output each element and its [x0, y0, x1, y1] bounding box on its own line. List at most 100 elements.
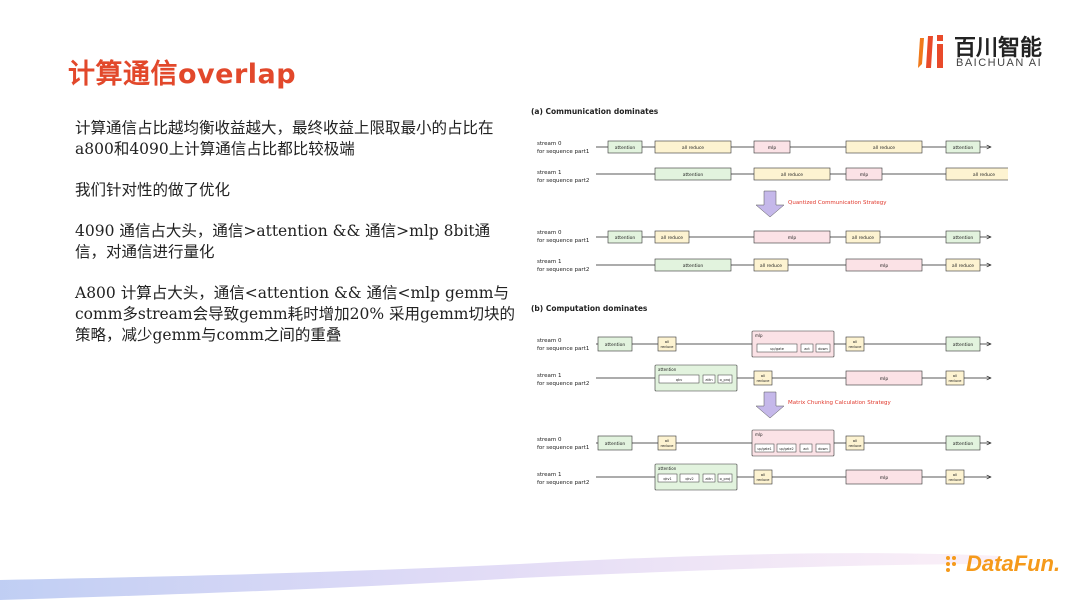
svg-text:reduce: reduce [660, 443, 674, 448]
b2-stream0: stream 0 [537, 437, 562, 443]
baichuan-logo-mark [918, 35, 943, 68]
b2-r2-mlp [845, 469, 923, 485]
svg-text:attention: attention [615, 235, 636, 241]
paragraph-1: 计算通信占比越均衡收益越大，最终收益上限取最小的占比在a800和4090上计算通… [75, 119, 494, 158]
svg-text:all reduce: all reduce [852, 235, 874, 241]
a1-stream0: stream 0 [537, 141, 562, 147]
strategy-a-label: Quantized Communication Strategy [788, 200, 887, 206]
svg-text:mlp: mlp [880, 376, 889, 382]
svg-text:down: down [818, 347, 828, 351]
svg-text:qkv2: qkv2 [685, 477, 693, 481]
a1-r1-attention-2 [945, 140, 981, 154]
svg-text:attention: attention [953, 235, 974, 241]
svg-text:all reduce: all reduce [781, 172, 803, 178]
svg-text:all: all [665, 339, 669, 344]
svg-text:mlp: mlp [788, 235, 797, 241]
footer-wave [0, 553, 1000, 600]
a2-stream0-sub: for sequence part1 [537, 238, 589, 244]
b1-stream0: stream 0 [537, 338, 562, 344]
svg-text:act: act [803, 447, 809, 451]
a2-r2-mlp [845, 258, 923, 272]
b1-stream1-sub: for sequence part2 [537, 381, 589, 387]
a2-r1-attention [607, 230, 643, 244]
svg-text:down: down [818, 447, 828, 451]
svg-text:act: act [804, 347, 810, 351]
a2-r1-allreduce [654, 230, 690, 244]
b1-stream0-sub: for sequence part1 [537, 346, 589, 352]
b1-r2-mlp [845, 370, 923, 386]
svg-text:attention: attention [953, 441, 974, 447]
svg-text:qkv1: qkv1 [663, 477, 671, 481]
svg-text:attention: attention [953, 342, 974, 348]
svg-text:mlp: mlp [860, 172, 869, 178]
b2-r1-allreduce-2 [845, 435, 865, 451]
svg-text:attn: attn [705, 477, 712, 481]
datafun-logo: DataFun. [944, 551, 1060, 581]
a1-r2-allreduce [753, 167, 831, 181]
b1-r1-attention-2 [945, 336, 981, 352]
logo-en-text: BAICHUAN AI [956, 57, 1043, 69]
baichuan-logo: 百川智能 BAICHUAN AI [918, 30, 1048, 70]
svg-text:mlp: mlp [768, 145, 777, 151]
svg-text:attention: attention [658, 367, 677, 372]
svg-text:all reduce: all reduce [661, 235, 683, 241]
svg-text:all reduce: all reduce [682, 145, 704, 151]
overlap-diagram: (a) Communication dominates stream 0 for… [531, 107, 1008, 491]
a2-r2-allreduce-2 [945, 258, 981, 272]
a1-stream1: stream 1 [537, 170, 562, 176]
b2-r1-attention [597, 435, 633, 451]
a2-stream0: stream 0 [537, 230, 562, 236]
section-b-label: (b) Computation dominates [531, 304, 648, 313]
svg-text:attention: attention [605, 342, 626, 348]
svg-text:all: all [665, 438, 669, 443]
a2-r1-mlp [753, 230, 831, 244]
strategy-a-arrow [755, 190, 785, 218]
b1-r1-allreduce [657, 336, 677, 352]
b2-stream1: stream 1 [537, 472, 562, 478]
b2-r2-allreduce-2 [945, 469, 965, 485]
svg-text:mlp: mlp [880, 475, 889, 481]
svg-text:attention: attention [658, 466, 677, 471]
a2-r1-attention-2 [945, 230, 981, 244]
svg-text:all: all [761, 472, 765, 477]
a2-r2-attention [654, 258, 732, 272]
b1-stream1: stream 1 [537, 373, 562, 379]
a1-r2-allreduce-2 [945, 167, 1008, 181]
paragraph-2: 我们针对性的做了优化 [75, 181, 231, 199]
svg-text:reduce: reduce [660, 344, 674, 349]
strategy-b-label: Matrix Chunking Calculation Strategy [788, 400, 892, 406]
page-title: 计算通信overlap [68, 59, 297, 90]
svg-text:mlp: mlp [880, 263, 889, 269]
strategy-b-arrow [755, 391, 785, 419]
section-a-label: (a) Communication dominates [531, 107, 659, 116]
b1-r1-allreduce-2 [845, 336, 865, 352]
paragraph-4: A800 计算占大头，通信<attention && 通信<mlp gemm与c… [75, 284, 515, 344]
svg-text:attention: attention [605, 441, 626, 447]
svg-text:attention: attention [615, 145, 636, 151]
svg-text:all: all [953, 373, 957, 378]
a1-r1-allreduce-1 [654, 140, 732, 154]
a2-stream1-sub: for sequence part2 [537, 267, 589, 273]
b2-stream0-sub: for sequence part1 [537, 445, 589, 451]
a1-stream0-sub: for sequence part1 [537, 149, 589, 155]
svg-text:attn: attn [705, 378, 712, 382]
b1-r1-attention [597, 336, 633, 352]
svg-text:o_proj: o_proj [720, 378, 731, 382]
svg-text:up/gate2: up/gate2 [779, 447, 793, 451]
svg-text:up/gate: up/gate [770, 347, 785, 351]
svg-text:reduce: reduce [848, 443, 862, 448]
a2-r1-allreduce-2 [845, 230, 881, 244]
svg-text:up/gate1: up/gate1 [757, 447, 771, 451]
svg-text:all: all [853, 339, 857, 344]
svg-text:reduce: reduce [948, 477, 962, 482]
svg-text:reduce: reduce [948, 378, 962, 383]
a2-stream1: stream 1 [537, 259, 562, 265]
svg-text:all: all [953, 472, 957, 477]
svg-text:attention: attention [683, 172, 704, 178]
a1-r2-mlp [845, 167, 883, 181]
logo-cn-text: 百川智能 [954, 36, 1043, 61]
svg-text:reduce: reduce [756, 378, 770, 383]
svg-text:qkv: qkv [676, 378, 683, 382]
svg-text:mlp: mlp [755, 333, 763, 338]
svg-text:all: all [761, 373, 765, 378]
